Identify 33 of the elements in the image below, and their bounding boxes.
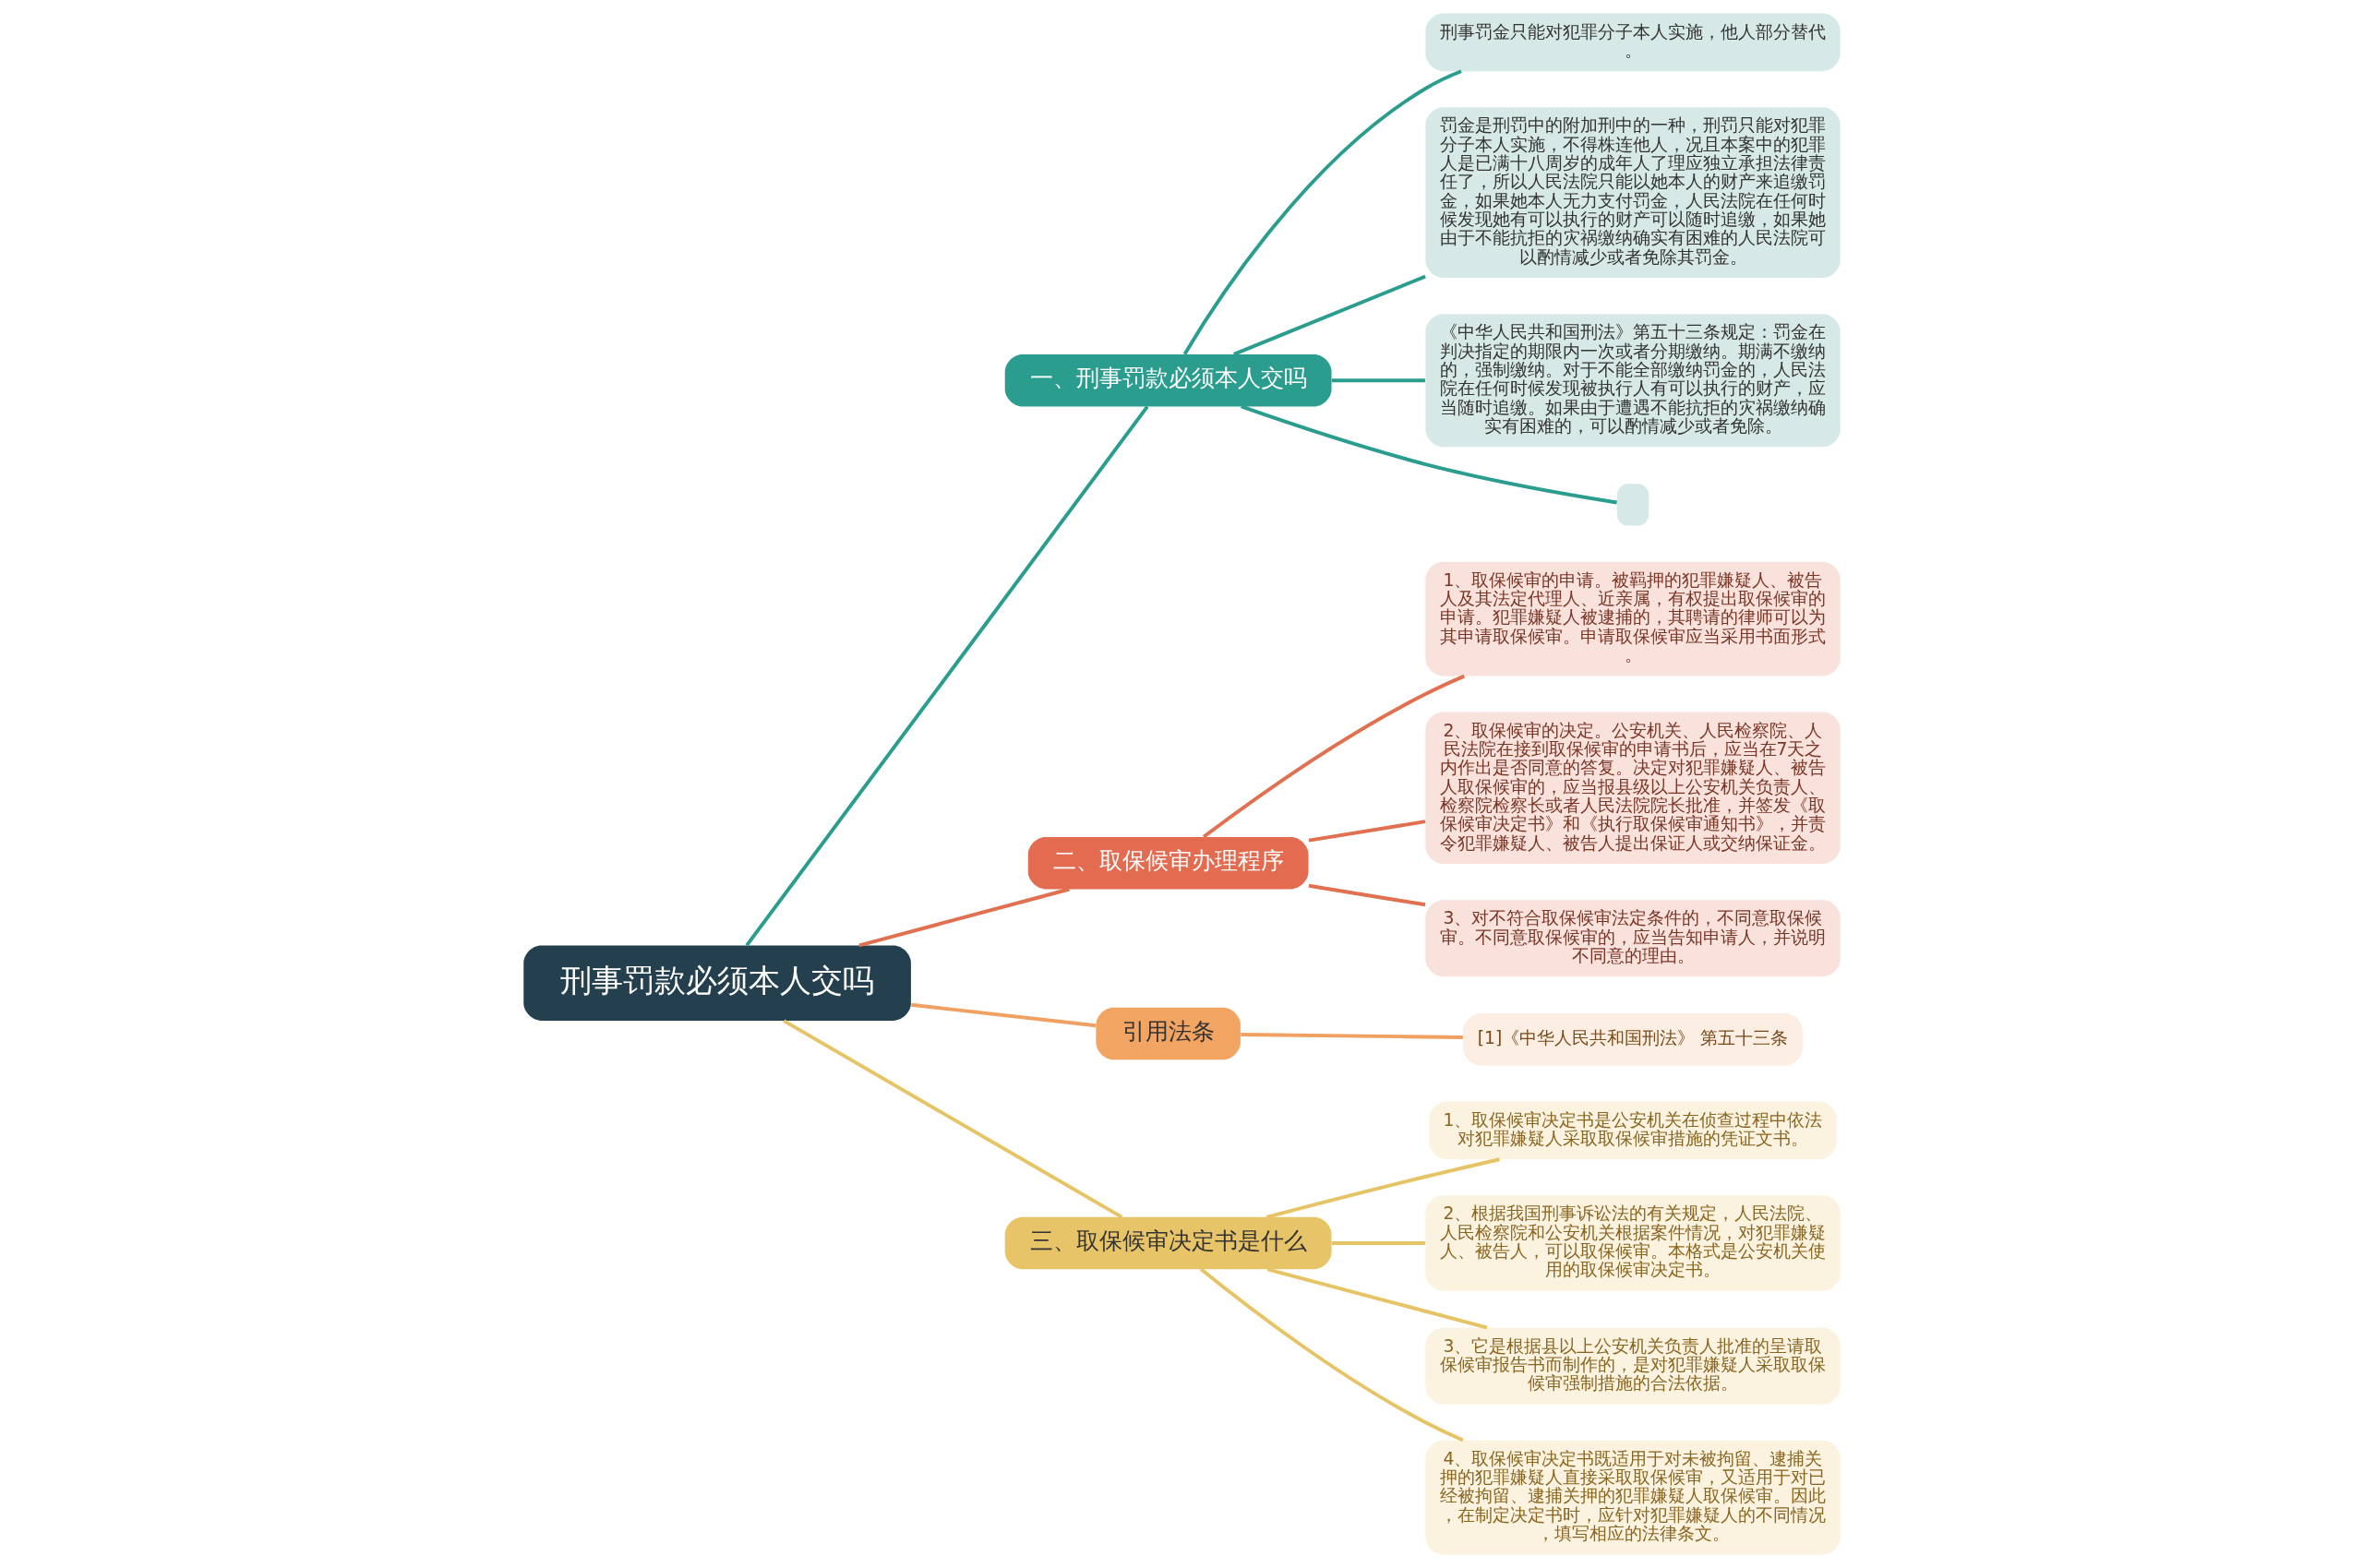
node-box: 三、取保候审决定书是什么 — [1004, 1216, 1332, 1270]
connector — [1182, 69, 1462, 355]
node-box: 《中华人民共和国刑法》第五十三条规定：罚金在判决指定的期限内一次或者分期缴纳。期满不缴纳的，强制缴纳。对于不能全部缴纳罚金的，人民法院在任何时候发现被执行人有可以执行的财产，应当随时追缴。如果由于遭遇不能抗拒的灾祸缴纳确实有困难的，可以酌情减少或者免除。 — [1424, 314, 1841, 448]
connector — [1308, 883, 1425, 907]
connector — [782, 1019, 1122, 1219]
connector — [1265, 1157, 1500, 1219]
node-box: 二、取保候审办理程序 — [1027, 837, 1308, 890]
node-box: 2、取保候审的决定。公安机关、人民检察院、人民法院在接到取保候审的申请书后，应当在7天之内作出是否同意的答复。决定对犯罪嫌疑人、被告人取保候审的，应当报县级以上公安机关负责人、检察院检察长或者人民法院院长批准，并签发《取保候审决定书》和《执行取保候审通知书》，并责令犯罪嫌疑人、被告人提出保证人或交纳保证金。 — [1424, 712, 1841, 864]
node-box: 一、刑事罚款必须本人交吗 — [1004, 354, 1332, 407]
node-box: [1]《中华人民共和国刑法》 第五十三条 — [1462, 1013, 1803, 1066]
connector — [1308, 820, 1425, 843]
connector — [1232, 274, 1426, 356]
node-box: 1、取保候审的申请。被羁押的犯罪嫌疑人、被告人及其法定代理人、近亲属，有权提出取保候审的申请。犯罪嫌疑人被逮捕的，其聘请的律师可以为其申请取保候审。申请取保候审应当采用书面形式。 — [1424, 561, 1841, 676]
node-box: 刑事罚金只能对犯罪分子本人实施，他人部分替代。 — [1424, 13, 1841, 72]
node-box: 3、对不符合取保候审法定条件的，不同意取保候审。不同意取保候审的，应当告知申请人，并说明不同意的理由。 — [1424, 900, 1841, 977]
node-box: 罚金是刑罚中的附加刑中的一种，刑罚只能对犯罪分子本人实施，不得株连他人，况且本案中的犯罪人是已满十八周岁的成年人了理应独立承担法律责任了，所以人民法院只能以她本人的财产来追缴罚金，如果她本人无力支付罚金，人民法院在任何时候发现她有可以执行的财产可以随时追缴，如果她由于不能抗拒的灾祸缴纳确实有困难的人民法院可以酌情减少或者免除其罚金。 — [1424, 107, 1841, 279]
node-box: 3、它是根据县以上公安机关负责人批准的呈请取保候审报告书而制作的，是对犯罪嫌疑人采取取保候审强制措施的合法依据。 — [1424, 1327, 1841, 1405]
node-box: 2、根据我国刑事诉讼法的有关规定，人民法院、人民检察院和公安机关根据案件情况，对犯罪嫌疑人、被告人，可以取保候审。本格式是公安机关使用的取保候审决定书。 — [1424, 1195, 1841, 1291]
connector — [858, 887, 1070, 948]
connector — [1331, 1241, 1425, 1245]
connector — [1202, 674, 1465, 839]
connector — [1240, 404, 1617, 505]
node-box: 4、取保候审决定书既适用于对未被拘留、逮捕关押的犯罪嫌疑人直接采取取保候审，又适用于对已经被拘留、逮捕关押的犯罪嫌疑人取保候审。因此，在制定决定书时，应针对犯罪嫌疑人的不同情况，填写相应的法律条文。 — [1424, 1440, 1841, 1555]
connector — [1331, 378, 1425, 383]
connector — [1199, 1267, 1464, 1442]
connector — [910, 1002, 1096, 1028]
node-box: 刑事罚款必须本人交吗 — [522, 945, 911, 1021]
node-box — [1616, 484, 1649, 526]
node-box: 1、取保候审决定书是公安机关在侦查过程中依法对犯罪嫌疑人采取取保候审措施的凭证文书。 — [1428, 1101, 1837, 1160]
connector — [1266, 1267, 1488, 1330]
connector — [1240, 1033, 1463, 1039]
node-box: 引用法条 — [1095, 1007, 1241, 1060]
connector — [744, 405, 1148, 947]
